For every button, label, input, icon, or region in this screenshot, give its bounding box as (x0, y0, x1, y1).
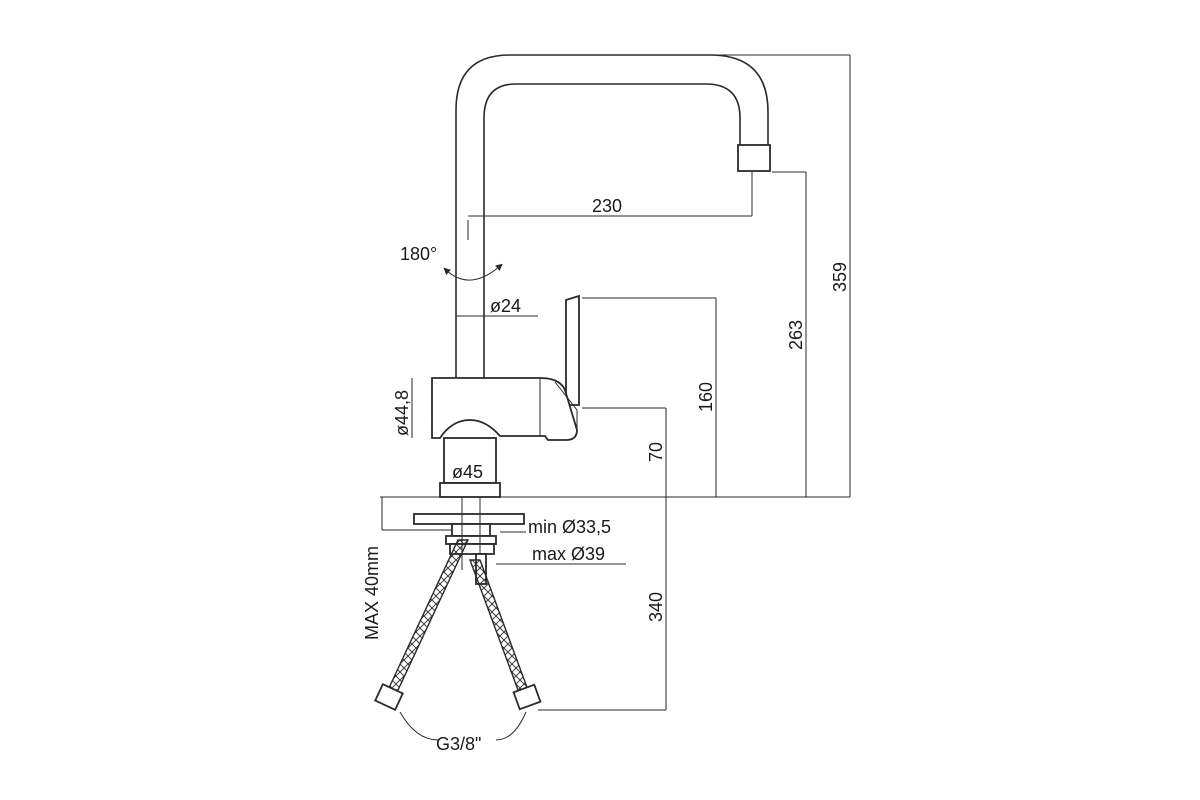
body-axis-label: 70 (646, 442, 666, 462)
spout-diameter-label: ø24 (490, 296, 521, 316)
thread-label: G3/8" (436, 734, 481, 754)
hole-max-label: max Ø39 (532, 544, 605, 564)
lever-handle (565, 294, 580, 406)
lever-height-dimension (582, 297, 717, 497)
rotation-indicator (443, 220, 503, 281)
worktop-thickness-dimension (381, 497, 452, 531)
reach-label: 230 (592, 196, 622, 216)
body-axis-dimension (582, 407, 667, 497)
base-diameter-label: ø45 (452, 462, 483, 482)
mixer-body (431, 377, 578, 441)
body-diameter-label: ø44,8 (392, 390, 412, 436)
hose-length-dimension (538, 497, 667, 711)
total-height-dimension (712, 54, 851, 497)
rotation-label: 180° (400, 244, 437, 264)
flexible-hoses (374, 539, 542, 712)
total-height-label: 359 (830, 262, 850, 292)
hose-length-label: 340 (646, 592, 666, 622)
hole-min-label: min Ø33,5 (528, 517, 611, 537)
outlet-height-label: 263 (786, 320, 806, 350)
spout (455, 54, 771, 378)
lever-height-label: 160 (696, 382, 716, 412)
mounting-hardware (413, 498, 525, 585)
outlet-height-dimension (772, 171, 807, 497)
worktop-thickness-label: MAX 40mm (362, 546, 382, 640)
reach-dimension (468, 172, 753, 217)
thread-leader (399, 711, 527, 741)
